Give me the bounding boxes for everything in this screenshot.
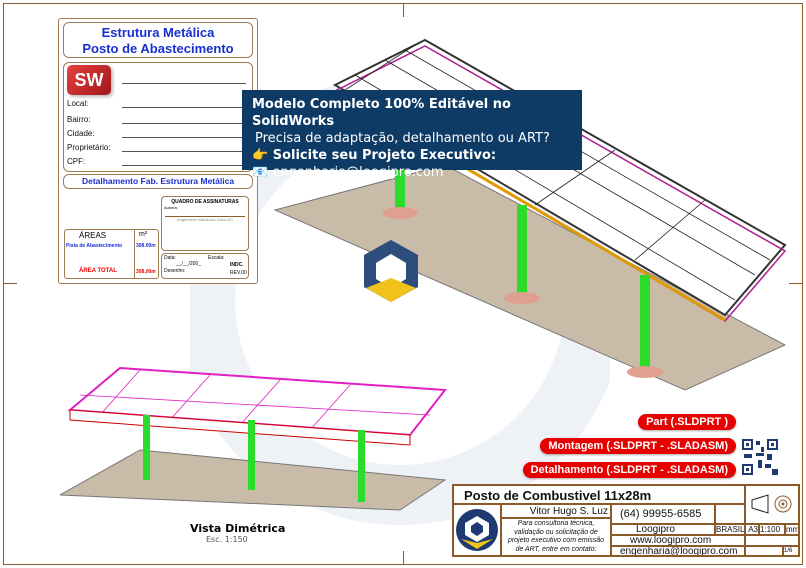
social: Loogipro: [611, 524, 715, 535]
website[interactable]: www.loogipro.com: [611, 535, 745, 546]
phone: (64) 99955-6585: [611, 504, 715, 524]
drawing-title: Posto de Combustivel 11x28m: [453, 485, 745, 504]
paper-size: A3: [745, 524, 759, 535]
areas-table: ÁREAS m² Pista de Abastecimento 308.00m …: [64, 229, 159, 279]
scale: 1:100: [759, 524, 785, 535]
badge-assembly: Montagem (.SLDPRT - .SLADASM): [540, 438, 736, 454]
country: BRASIL: [715, 524, 745, 535]
canopy-3d-dimetric: [60, 366, 447, 511]
view-scale: Esc. 1:150: [206, 535, 248, 544]
notes: Para consultoria técnica,validação ou so…: [501, 518, 611, 556]
canopy-3d-main: [273, 38, 787, 391]
title-block: Posto de Combustivel 11x28m Vitor Hugo S…: [452, 484, 800, 557]
detail-title: Detalhamento Fab. Estrutura Metálica: [63, 174, 253, 189]
promo-banner: Modelo Completo 100% Editável no SolidWo…: [242, 90, 582, 180]
author: Vitor Hugo S. Luz: [501, 504, 611, 518]
frame-tick: [789, 283, 803, 284]
date-scale-box: Data: __/__/200_ Escala: INDC. Desenho: …: [161, 253, 249, 279]
unit: mm: [785, 524, 799, 535]
qr-code[interactable]: [741, 438, 779, 476]
badge-part: Part (.SLDPRT ): [638, 414, 736, 430]
frame-tick: [3, 283, 17, 284]
view-title: Vista Dimétrica: [190, 522, 286, 535]
projection-symbol: [745, 485, 799, 524]
signatures-box: QUADRO DE ASSINATURAS Autoria: Engenheir…: [161, 196, 249, 251]
loogipro-logo-center: [364, 240, 418, 302]
email[interactable]: engenharia@loogipro.com: [611, 546, 745, 556]
info-fields: Local: Bairro: Cidade: Proprietário: CPF…: [63, 62, 253, 172]
sheet-number: 1/6: [783, 546, 799, 556]
loogipro-logo: [453, 504, 501, 556]
frame-tick: [403, 3, 404, 17]
frame-tick: [403, 551, 404, 565]
badge-detail: Detalhamento (.SLDPRT - .SLADASM): [522, 462, 736, 478]
solidworks-logo: SW: [67, 65, 111, 95]
promo-email[interactable]: 📧 engenharia@loogipro.com: [252, 165, 444, 180]
